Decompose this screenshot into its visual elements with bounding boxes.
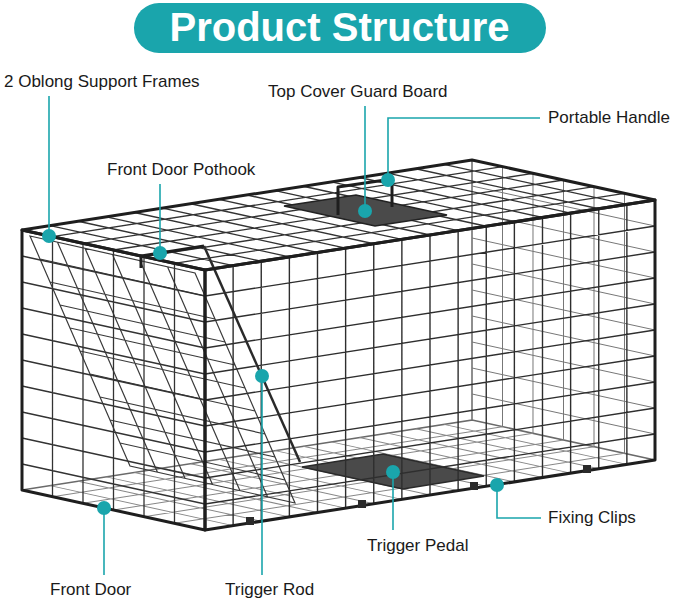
front-door	[30, 236, 295, 503]
leader-line	[103, 508, 105, 575]
leader-line	[392, 472, 394, 530]
door-pothook	[141, 246, 204, 268]
callout-dot	[153, 246, 167, 260]
part-label: Front Door Pothook	[107, 160, 255, 180]
part-label: Trigger Rod	[225, 580, 314, 600]
leader-line	[159, 184, 161, 253]
callout-dot	[358, 204, 372, 218]
clip	[470, 482, 478, 490]
end-frame	[22, 230, 205, 530]
part-label: Portable Handle	[548, 108, 670, 128]
support-frames	[22, 160, 655, 530]
leader-line	[48, 96, 50, 236]
title-pill: Product Structure	[133, 3, 545, 53]
part-label: Top Cover Guard Board	[268, 82, 448, 102]
front-end-mesh	[22, 230, 205, 530]
part-label: Fixing Clips	[548, 508, 636, 528]
leader-lines	[49, 96, 541, 575]
side-frame	[205, 200, 655, 530]
trigger-rod	[204, 246, 300, 462]
fixing-clips	[246, 465, 591, 525]
mesh-wires	[22, 230, 205, 530]
leader-line	[364, 106, 366, 211]
mesh-wires	[205, 200, 655, 530]
side-mesh	[205, 200, 655, 530]
callout-dot	[381, 173, 395, 187]
leader-line	[497, 485, 541, 518]
leader-line	[261, 376, 263, 575]
callout-dots	[42, 173, 504, 515]
callout-dot	[490, 478, 504, 492]
leader-line	[388, 118, 540, 180]
title-text: Product Structure	[169, 5, 509, 49]
door-mesh	[30, 236, 295, 503]
part-label: Trigger Pedal	[367, 536, 468, 556]
callout-dot	[255, 369, 269, 383]
part-label: Front Door	[50, 580, 131, 600]
part-label: 2 Oblong Support Frames	[4, 72, 200, 92]
clip	[246, 517, 254, 525]
callout-dot	[42, 229, 56, 243]
clip	[583, 465, 591, 473]
callout-dot	[386, 465, 400, 479]
clip	[358, 500, 366, 508]
callout-dot	[97, 501, 111, 515]
